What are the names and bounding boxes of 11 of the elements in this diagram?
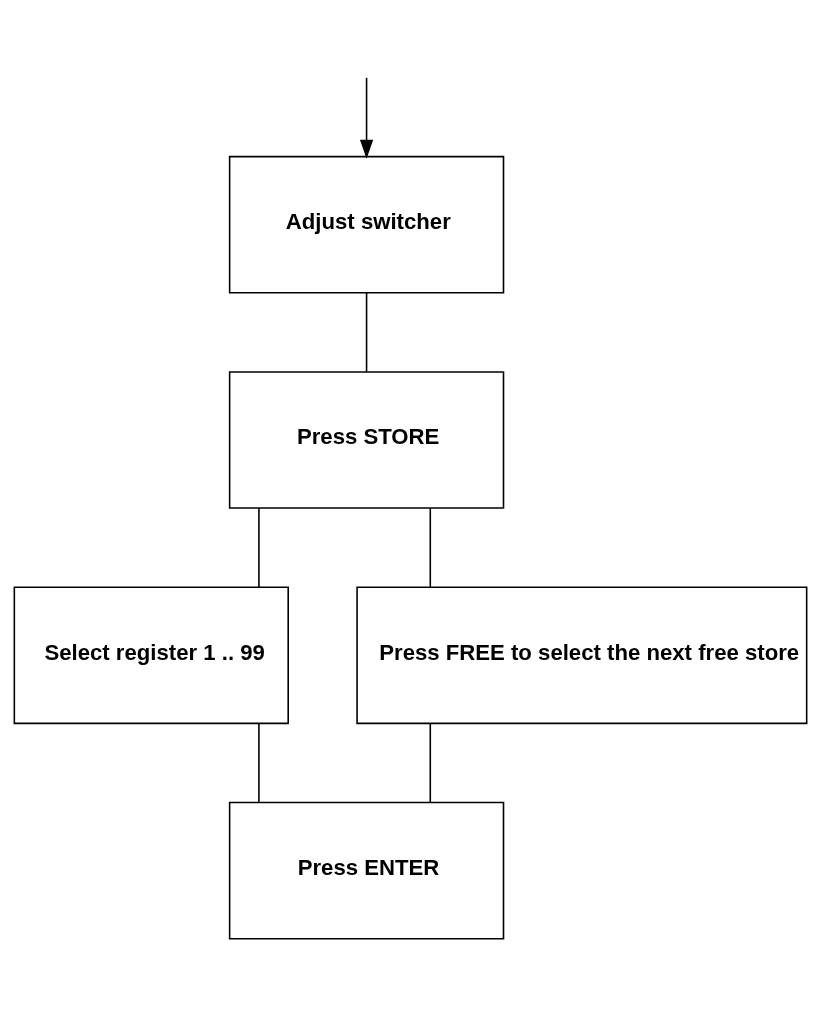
node-box: Press STORE (228, 371, 505, 509)
connector (365, 292, 368, 373)
node-box: Press ENTER (228, 801, 505, 940)
connector (429, 722, 432, 803)
arrow (359, 77, 374, 159)
connector (258, 507, 260, 588)
connector (258, 722, 260, 803)
node-box: Adjust switcher (228, 155, 505, 294)
node-box: Select register 1 .. 99 (13, 586, 289, 725)
connector (429, 507, 432, 588)
node-box: Press FREE to select the next free store (356, 586, 808, 725)
